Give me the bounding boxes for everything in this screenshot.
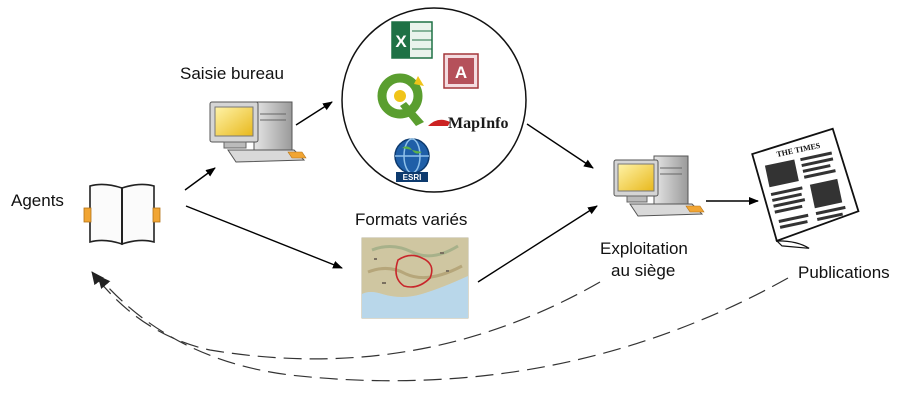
mapinfo-icon: MapInfo (428, 115, 508, 132)
dashed-return-from-publications (97, 275, 789, 382)
arrow-agents-to-formats (185, 205, 343, 269)
label-publications: Publications (798, 263, 890, 282)
label-au-siege: au siège (611, 261, 676, 280)
computer-icon (613, 155, 705, 217)
arrow-agents-to-saisie (184, 167, 216, 191)
label-agents: Agents (11, 191, 64, 210)
qgis-icon (377, 73, 424, 126)
dashed-return-from-exploitation (91, 271, 601, 360)
arrow-saisie-to-software (295, 101, 333, 126)
flow-arrows (184, 101, 759, 283)
label-formats-varies: Formats variés (355, 210, 468, 229)
newspaper-icon: THE TIMES (751, 127, 860, 249)
software-circle: X A MapInfo ESRI (341, 7, 527, 193)
computer-icon (209, 101, 307, 163)
arrow-software-to-exploitation (526, 123, 594, 169)
label-saisie-bureau: Saisie bureau (180, 64, 284, 83)
notebook-icon (83, 183, 161, 246)
access-icon: A (443, 53, 479, 89)
mapinfo-text: MapInfo (448, 115, 508, 132)
esri-text: ESRI (403, 173, 422, 182)
esri-icon: ESRI (394, 138, 430, 182)
label-exploitation: Exploitation (600, 239, 688, 258)
access-letter: A (455, 63, 467, 82)
feedback-arrows (91, 271, 789, 382)
excel-letter: X (395, 32, 407, 51)
map-icon (361, 237, 469, 319)
arrow-formats-to-exploitation (477, 205, 598, 283)
excel-icon: X (391, 21, 433, 59)
